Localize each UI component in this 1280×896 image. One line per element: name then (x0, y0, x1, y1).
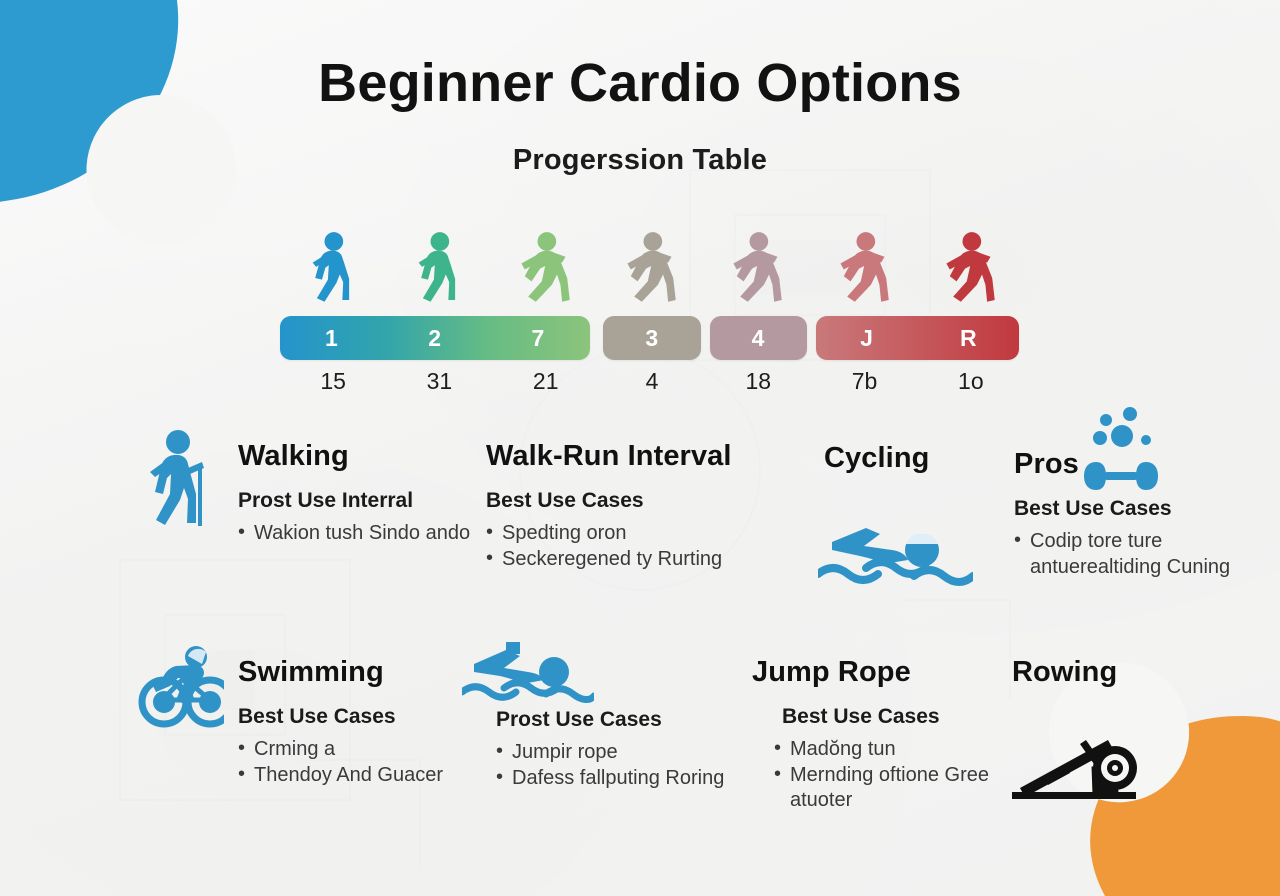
progression-value-2: 31 (426, 368, 453, 394)
card-swimming-head: Swimming (238, 656, 443, 689)
progression-segment-4[interactable]: 3 (603, 316, 701, 360)
list-item: Seckeregened ty Rurting (486, 546, 732, 573)
card-jump-rope-bullets: Madŏng tun Mernding oftione Gree atuoter (774, 736, 1020, 814)
progression-value-7: 1o (958, 368, 984, 394)
card-swimming-bullets: Crming a Thendoy And Guacer (238, 736, 443, 789)
progression-value-1: 15 (320, 368, 346, 394)
card-jump-rope[interactable]: Jump Rope Best Use Cases Madŏng tun Mern… (752, 656, 1020, 814)
progression-segment-5[interactable]: 4 (709, 316, 807, 360)
card-walk-run-head: Walk-Run Interval (486, 440, 732, 473)
progression-value-5: 18 (745, 368, 772, 394)
progression-value-6: 7b (851, 368, 878, 394)
rowing-machine-icon (1012, 730, 1144, 806)
swimmer-icon-secondary (462, 642, 594, 704)
page-subtitle: Progerssion Table (512, 144, 768, 176)
progression-value-4: 4 (645, 368, 659, 394)
progression-segment-1[interactable]: 1 (280, 316, 384, 360)
card-walk-run-interval[interactable]: Walk-Run Interval Best Use Cases Spedtin… (486, 440, 732, 572)
progression-segment-6[interactable]: J (815, 316, 918, 360)
card-walk-run-bullets: Spedting oron Seckeregened ty Rurting (486, 520, 732, 573)
card-pros-title: Pros (1014, 448, 1079, 480)
card-cycling-title: Cycling (824, 442, 930, 474)
progression-figure-7 (943, 232, 999, 312)
progression-segment-2[interactable]: 2 (383, 316, 487, 360)
card-rowing-head: Rowing (1012, 656, 1117, 689)
progression-bar-group-3[interactable]: 4 (709, 316, 807, 360)
list-item: Dafess fallputing Roring (496, 765, 724, 792)
list-item: Mernding oftione Gree atuoter (774, 762, 1020, 814)
progression-segment-3[interactable]: 7 (486, 316, 590, 360)
swimmer-icon (818, 518, 973, 590)
walking-with-cane-icon (138, 428, 216, 532)
card-jump-rope-title: Jump Rope (752, 656, 911, 688)
progression-figure-3 (518, 232, 574, 312)
list-item: Crming a (238, 736, 443, 763)
progression-bar-group-2[interactable]: 3 (603, 316, 701, 360)
progression-figure-2 (411, 232, 467, 312)
progression-segment-7[interactable]: R (917, 316, 1020, 360)
list-item: Codip tore ture antuerealtiding Cuning (1014, 528, 1260, 580)
card-untitled-subhead: Prost Use Cases (496, 708, 662, 731)
progression-value-row: 15 31 21 4 18 7b 1o (280, 368, 1024, 402)
card-untitled-bullets: Jumpir rope Dafess fallputing Roring (496, 739, 724, 792)
card-walking-subhead: Prost Use Interral (238, 489, 414, 512)
card-untitled-jump[interactable]: Prost Use Cases Jumpir rope Dafess fallp… (496, 708, 724, 791)
card-swimming-title: Swimming (238, 656, 384, 688)
cyclist-icon (118, 644, 224, 728)
card-swimming-subhead: Best Use Cases (238, 705, 396, 728)
card-jump-rope-head: Jump Rope (752, 656, 1020, 689)
card-walking-bullets: Wakion tush Sindo ando (238, 520, 470, 547)
progression-figure-1 (305, 232, 361, 312)
dumbbell-icon (1084, 406, 1184, 494)
card-pros[interactable]: Pros Best Use Cases Codip tore ture antu… (1014, 448, 1260, 580)
card-walking[interactable]: Walking Prost Use Interral Wakion tush S… (238, 440, 470, 547)
card-pros-subhead: Best Use Cases (1014, 497, 1172, 520)
card-walking-title: Walking (238, 440, 349, 472)
list-item: Jumpir rope (496, 739, 724, 766)
progression-figure-5 (730, 232, 786, 312)
page-title: Beginner Cardio Options (318, 53, 962, 113)
card-cycling[interactable]: Cycling (824, 442, 929, 475)
progression-value-3: 21 (532, 368, 559, 394)
progression-figure-6 (837, 232, 893, 312)
card-cycling-head: Cycling (824, 442, 929, 475)
card-swimming[interactable]: Swimming Best Use Cases Crming a Thendoy… (238, 656, 443, 788)
card-pros-head: Pros (1014, 448, 1260, 481)
list-item: Spedting oron (486, 520, 732, 547)
card-walking-head: Walking (238, 440, 470, 473)
card-rowing[interactable]: Rowing (1012, 656, 1117, 689)
card-walk-run-subhead: Best Use Cases (486, 489, 644, 512)
list-item: Thendoy And Guacer (238, 762, 443, 789)
card-pros-bullets: Codip tore ture antuerealtiding Cuning (1014, 528, 1260, 580)
card-rowing-title: Rowing (1012, 656, 1118, 688)
list-item: Madŏng tun (774, 736, 1020, 763)
progression-figure-row (280, 228, 1024, 312)
progression-figure-4 (624, 232, 680, 312)
list-item: Wakion tush Sindo ando (238, 520, 470, 547)
card-jump-rope-subhead: Best Use Cases (782, 705, 940, 728)
card-walk-run-title: Walk-Run Interval (486, 440, 732, 472)
